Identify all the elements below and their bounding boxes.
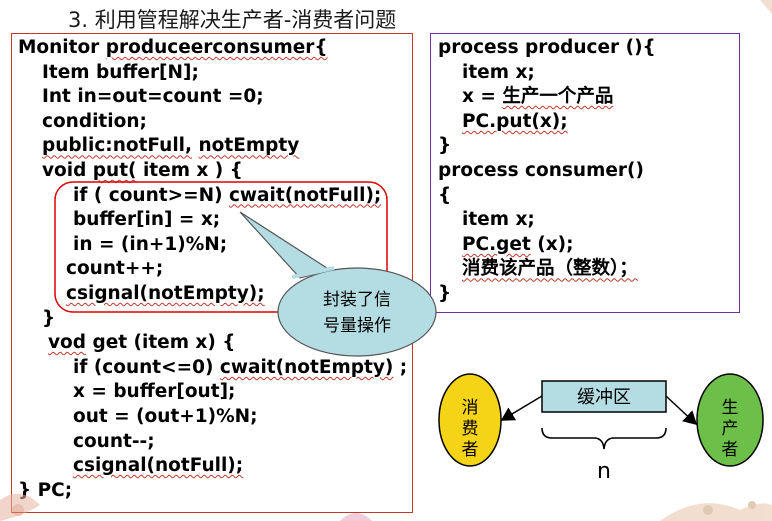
process-code-line: PC.get (x); xyxy=(462,233,574,255)
monitor-code-line: void put( item x ) { xyxy=(42,160,243,181)
size-brace xyxy=(541,427,667,450)
monitor-code-line: buffer[in] = x; xyxy=(73,209,221,231)
buffer-label: 缓冲区 xyxy=(577,387,631,408)
consumer-node: 消 费 者 xyxy=(438,373,502,467)
put-body-highlight xyxy=(54,181,388,313)
monitor-code-line: public:notFull, notEmpty xyxy=(42,135,300,157)
process-code-line: } xyxy=(438,135,452,157)
monitor-code-line: Monitor produceerconsumer{ xyxy=(18,37,328,58)
monitor-code-line: csignal(notFull); xyxy=(73,455,244,477)
monitor-code-line: vod get (item x) { xyxy=(48,332,236,354)
consumer-char-3: 者 xyxy=(462,440,479,460)
consumer-char-2: 费 xyxy=(462,419,479,439)
producer-char-3: 者 xyxy=(722,440,739,460)
slide-title: 3. 利用管程解决生产者-消费者问题 xyxy=(68,8,397,32)
buffer-node: 缓冲区 xyxy=(541,380,667,413)
arrow-buffer-to-producer xyxy=(665,395,698,426)
consumer-char-1: 消 xyxy=(462,398,479,418)
producer-char-1: 生 xyxy=(722,398,739,418)
monitor-code-line: } xyxy=(42,307,56,329)
arrow-buffer-to-consumer xyxy=(500,395,543,421)
process-code-line: x = 生产一个产品 xyxy=(462,86,614,108)
monitor-code-line: if ( count>=N) cwait(notFull); xyxy=(73,184,382,206)
process-code-frame xyxy=(430,33,740,313)
monitor-code-line: Item buffer[N]; xyxy=(42,61,199,83)
monitor-code-frame xyxy=(11,33,413,513)
monitor-code-line: csignal(notEmpty); xyxy=(66,283,265,304)
monitor-code-line: condition; xyxy=(42,110,147,132)
callout-line-1: 封装了信 xyxy=(323,290,391,310)
monitor-code-line: in = (in+1)%N; xyxy=(73,233,228,255)
process-code-line: } xyxy=(438,283,452,304)
callout-line-2: 号量操作 xyxy=(323,316,391,336)
process-code-line: item x; xyxy=(462,61,535,83)
size-label: n xyxy=(597,459,611,484)
monitor-code-line: out = (out+1)%N; xyxy=(73,406,258,427)
process-code-line: process consumer() xyxy=(438,160,644,181)
process-code-line: process producer (){ xyxy=(438,37,656,58)
process-code-line: { xyxy=(438,184,452,206)
producer-node: 生 产 者 xyxy=(696,373,764,467)
monitor-code-line: x = buffer[out]; xyxy=(73,381,236,403)
monitor-code-line: if (count<=0) cwait(notEmpty) ; xyxy=(73,356,408,378)
monitor-code-line: count--; xyxy=(73,430,155,452)
producer-char-2: 产 xyxy=(722,419,739,439)
process-code-line: item x; xyxy=(462,209,535,231)
monitor-code-line: Int in=out=count =0; xyxy=(42,86,264,108)
process-code-line: 消费该产品（整数）； xyxy=(462,258,638,280)
process-code-line: PC.put(x); xyxy=(462,110,568,132)
monitor-code-line: count++; xyxy=(66,258,164,280)
callout-bubble: 封装了信 号量操作 xyxy=(239,211,437,357)
